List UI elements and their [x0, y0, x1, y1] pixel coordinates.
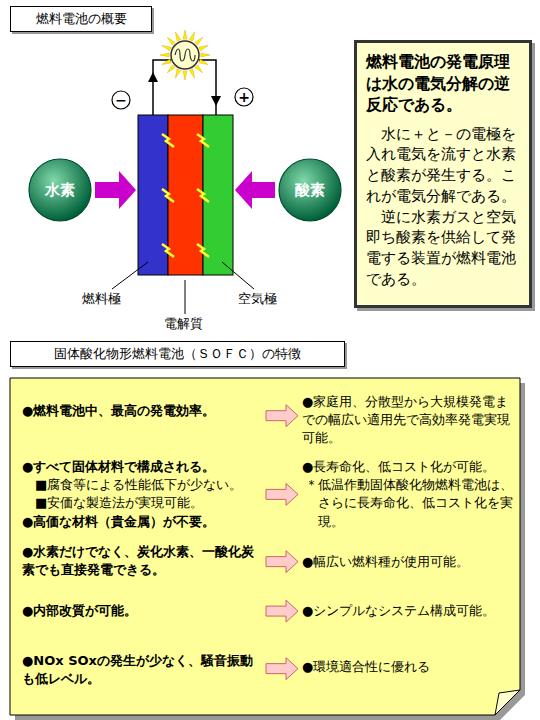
spark-mark	[197, 244, 209, 257]
part-label: 燃料極	[80, 290, 123, 308]
light-ray	[195, 65, 203, 73]
light-ray	[183, 30, 187, 39]
leader-line	[222, 262, 254, 289]
circle-outline	[235, 88, 253, 106]
node-text: ●家庭用、分散型から大規模発電までの幅広い適用先で高効率発電実現可能。	[302, 393, 516, 448]
spark-mark	[197, 134, 209, 147]
terminal-minus: −	[111, 90, 131, 110]
principle-box: 燃料電池の発電原理は水の電気分解の逆反応である。水に＋と－の電極を入れ電気を流す…	[354, 40, 532, 308]
node-text: ●水素だけでなく、炭化水素、一酸化炭素でも直接発電できる。	[22, 543, 262, 579]
block-arrow	[266, 600, 298, 622]
hydrogen-feed-arrow	[95, 171, 136, 209]
node-text: −	[115, 93, 127, 107]
feature-item: ●内部改質が可能。	[22, 602, 262, 620]
block-arrow	[266, 551, 298, 573]
fuel-electrode	[138, 115, 168, 275]
block-arrow	[266, 483, 298, 505]
page-curl	[495, 690, 520, 715]
node-text: 酸素	[295, 181, 325, 200]
node-text: ●燃料電池中、最高の発電効率。	[22, 402, 262, 420]
electrolyte	[168, 115, 203, 275]
terminal-plus: +	[234, 87, 254, 107]
light-ray	[175, 69, 180, 78]
light-ray	[167, 37, 175, 45]
node-text: ■安価な製造法が実現可能。	[22, 494, 262, 512]
light-ray	[199, 45, 208, 50]
node-text: ●シンプルなシステム構成可能。	[302, 602, 516, 620]
light-rays	[160, 30, 210, 80]
current-arrow	[211, 96, 221, 106]
block-arrow	[266, 405, 298, 427]
light-ray	[189, 69, 194, 78]
benefit-item: ●幅広い燃料種が使用可能。	[302, 553, 516, 571]
feature-item: ●NOx SOxの発生が少なく、騒音振動も低レベル。	[22, 652, 262, 688]
wire	[199, 60, 216, 115]
node-text: ●幅広い燃料種が使用可能。	[302, 553, 516, 571]
node-text: ●環境適合性に優れる	[302, 658, 516, 676]
node-text: 固体酸化物形燃料電池（ＳＯＦＣ）の特徴	[54, 345, 301, 363]
feature-item: ●燃料電池中、最高の発電効率。	[22, 402, 262, 420]
block-arrow	[266, 658, 298, 680]
circle-outline	[112, 91, 130, 109]
benefit-item: ●シンプルなシステム構成可能。	[302, 602, 516, 620]
current-arrow	[148, 72, 158, 82]
benefit-item: ●長寿命化、低コスト化が可能。＊低温作動固体酸化物燃料電池は、さらに長寿命化、低…	[302, 458, 516, 531]
spark-mark	[162, 189, 174, 202]
node-text: 燃料電池の概要	[36, 10, 127, 28]
part-label: 空気極	[236, 290, 279, 308]
section-header: 固体酸化物形燃料電池（ＳＯＦＣ）の特徴	[10, 341, 345, 367]
spark-mark	[162, 244, 174, 257]
node-text: +	[238, 90, 250, 104]
light-ray	[199, 59, 208, 64]
node-text: ●長寿命化、低コスト化が可能。	[302, 458, 516, 476]
benefit-item: ●環境適合性に優れる	[302, 658, 516, 676]
gas-circle: 水素	[28, 158, 92, 222]
node-text: ＊低温作動固体酸化物燃料電池は、さらに長寿命化、低コスト化を実現。	[302, 476, 516, 531]
air-electrode	[203, 115, 233, 275]
oxygen-feed-arrow	[235, 171, 275, 209]
wire	[153, 60, 171, 115]
node-text: ●内部改質が可能。	[22, 602, 262, 620]
light-ray	[195, 37, 203, 45]
feature-item: ●すべて固体材料で構成される。■腐食等による性能低下が少ない。■安価な製造法が実…	[22, 458, 262, 531]
spark-mark	[197, 189, 209, 202]
light-ray	[201, 53, 210, 57]
bulb-filament	[175, 49, 195, 61]
leader-line	[112, 262, 148, 289]
node-text: ●NOx SOxの発生が少なく、騒音振動も低レベル。	[22, 652, 262, 688]
light-ray	[162, 59, 171, 64]
node-text: 水素	[45, 181, 75, 200]
node-text: 水に＋と－の電極を入れ電気を流すと水素と酸素が発生する。これが電気分解である。	[366, 124, 520, 207]
circle-outline	[279, 159, 341, 221]
feature-panel	[10, 378, 520, 715]
node-text: 逆に水素ガスと空気即ち酸素を供給して発電する装置が燃料電池である。	[366, 207, 520, 290]
bulb	[171, 41, 199, 69]
title-box: 燃料電池の概要	[10, 6, 152, 32]
light-ray	[162, 45, 171, 50]
spark-mark	[162, 134, 174, 147]
gas-circle: 酸素	[278, 158, 342, 222]
light-ray	[189, 32, 194, 41]
benefit-item: ●家庭用、分散型から大規模発電までの幅広い適用先で高効率発電実現可能。	[302, 393, 516, 448]
light-ray	[175, 32, 180, 41]
circle-outline	[29, 159, 91, 221]
node-text: ■腐食等による性能低下が少ない。	[22, 476, 262, 494]
node-text: 燃料電池の発電原理は水の電気分解の逆反応である。	[366, 51, 520, 116]
light-ray	[167, 65, 175, 73]
spark-marks	[162, 134, 209, 257]
leader-line	[185, 280, 186, 314]
light-ray	[183, 71, 187, 80]
node-text: ●高価な材料（貴金属）が不要。	[22, 513, 262, 531]
part-label: 電解質	[162, 315, 205, 333]
light-ray	[160, 53, 169, 57]
node-text: ●すべて固体材料で構成される。	[22, 458, 262, 476]
feature-item: ●水素だけでなく、炭化水素、一酸化炭素でも直接発電できる。	[22, 543, 262, 579]
